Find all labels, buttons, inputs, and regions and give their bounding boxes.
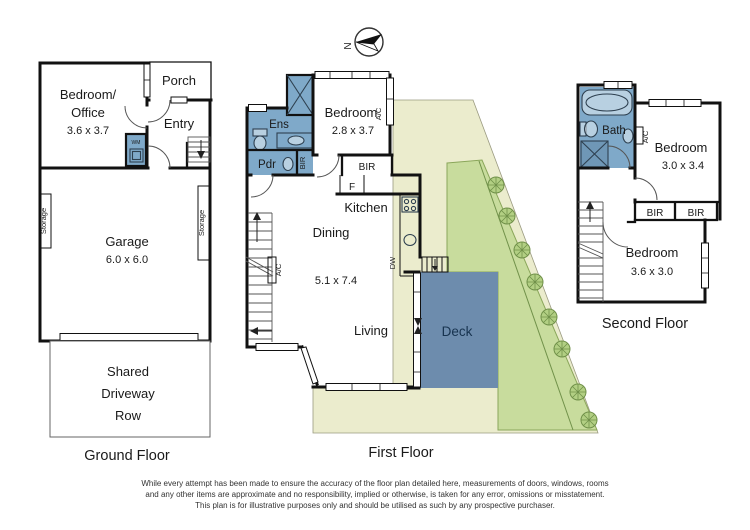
compass-north-label: N <box>343 42 354 49</box>
garage-dims: 6.0 x 6.0 <box>106 254 148 266</box>
robe1-label: BIR <box>647 208 664 219</box>
bedroom-dims: 2.8 x 3.7 <box>332 125 374 137</box>
powder-label: Pdr <box>258 159 276 171</box>
first-floor-doors <box>250 154 340 198</box>
outdoor-areas: Deck <box>312 99 599 434</box>
storage-left-label: Storage <box>39 208 48 234</box>
washing-machine-label: WM <box>132 140 141 146</box>
robe-walls <box>340 153 394 177</box>
ac-stairs-label: A/C <box>274 263 283 276</box>
ensuite-label: Ens <box>269 119 289 131</box>
dishwasher-label: DW <box>388 256 397 269</box>
powder-toilet-icon <box>282 156 294 172</box>
driveway-label-3: Row <box>115 408 142 423</box>
compass-icon: N <box>343 27 384 57</box>
bedroom1-label: Bedroom <box>655 140 708 155</box>
second-floor-stairs <box>577 201 604 302</box>
sink-icon <box>622 128 634 144</box>
bath-label: Bath <box>602 125 626 137</box>
robe2-label: BIR <box>688 208 705 219</box>
disclaimer-line-1: While every attempt has been made to ens… <box>141 479 608 488</box>
shrub-icon <box>569 383 587 401</box>
bedroom-office-label-1: Bedroom/ <box>60 87 117 102</box>
living-dims: 5.1 x 7.4 <box>315 275 357 287</box>
ground-floor-doors <box>124 99 171 169</box>
ground-floor-title: Ground Floor <box>84 448 170 464</box>
storage-right-label: Storage <box>197 210 206 236</box>
disclaimer-line-2: and any other items are approximate and … <box>145 490 604 499</box>
disclaimer: While every attempt has been made to ens… <box>141 479 608 510</box>
ground-floor: WM S <box>38 61 213 464</box>
door-marker-icon <box>414 326 422 334</box>
bedroom-office-dims: 3.6 x 3.7 <box>67 125 109 137</box>
void-cross <box>286 74 314 116</box>
door-marker-icon <box>414 318 422 326</box>
garage-door <box>59 333 199 341</box>
ac-unit <box>267 256 277 284</box>
driveway-area <box>49 340 211 438</box>
robe-small-label: BIR <box>298 156 307 169</box>
first-floor-stairs <box>245 212 277 342</box>
disclaimer-line-3: This plan is for illustrative purposes o… <box>195 501 555 510</box>
washing-machine-icon <box>129 148 144 163</box>
kitchen-label: Kitchen <box>344 200 387 215</box>
deck-area <box>419 272 498 388</box>
sink-icon <box>287 135 305 146</box>
dining-label: Dining <box>313 225 350 240</box>
toilet-icon <box>583 120 599 138</box>
shrub-icon <box>487 176 505 194</box>
ac-label: A/C <box>374 107 383 120</box>
second-floor: Bath A/C Bedroom 3.0 x 3.4 BIR BIR Bedro… <box>576 81 722 332</box>
ac-label: A/C <box>641 130 650 143</box>
shrub-icon <box>513 241 531 259</box>
porch-label: Porch <box>162 73 196 88</box>
storage-right-niche <box>197 185 210 261</box>
sink-icon <box>403 233 417 247</box>
shrub-icon <box>553 340 571 358</box>
shrub-icon <box>526 273 544 291</box>
robe-label: BIR <box>359 162 376 173</box>
second-floor-title: Second Floor <box>602 316 688 332</box>
robe-row-walls <box>626 200 722 224</box>
porch-outline <box>149 61 212 100</box>
bedroom-office-label-2: Office <box>71 105 105 120</box>
first-floor-title: First Floor <box>368 445 433 461</box>
garage-label: Garage <box>105 234 148 249</box>
deck-steps <box>421 256 449 273</box>
ground-floor-walls <box>38 61 213 343</box>
second-floor-windows <box>603 81 709 289</box>
bathroom-fixtures <box>579 89 634 168</box>
first-floor: Ens Pdr BIR Bedroom 2.8 x 3.7 A/C BIR F … <box>245 71 434 461</box>
ensuite-dividers <box>245 148 315 177</box>
stove-icon <box>401 196 419 213</box>
living-label: Living <box>354 323 388 338</box>
toilet-icon <box>253 135 267 151</box>
ensuite-fixtures <box>252 128 314 172</box>
shrub-icon <box>498 207 516 225</box>
bedroom2-dims: 3.6 x 3.0 <box>631 266 673 278</box>
fridge-label: F <box>349 182 355 193</box>
bedroom-label: Bedroom <box>325 105 378 120</box>
ac-unit <box>635 126 644 145</box>
bathtub-icon <box>581 89 633 116</box>
fridge-niche <box>339 175 365 194</box>
garden-bed-line <box>478 160 574 431</box>
storage-left-niche <box>39 193 52 249</box>
first-floor-windows <box>248 71 422 391</box>
driveway-label-1: Shared <box>107 364 149 379</box>
driveway-label-2: Driveway <box>101 386 155 401</box>
shrub-icon <box>580 411 598 429</box>
entry-stairs <box>187 136 211 163</box>
shrub-icon <box>540 308 558 326</box>
ensuite-area <box>247 108 313 175</box>
entry-label: Entry <box>164 116 195 131</box>
toilet-icon <box>252 128 268 137</box>
deck-label: Deck <box>442 324 473 339</box>
bedroom2-label: Bedroom <box>626 245 679 260</box>
toilet-icon <box>579 121 587 137</box>
bedroom1-dims: 3.0 x 3.4 <box>662 160 704 172</box>
